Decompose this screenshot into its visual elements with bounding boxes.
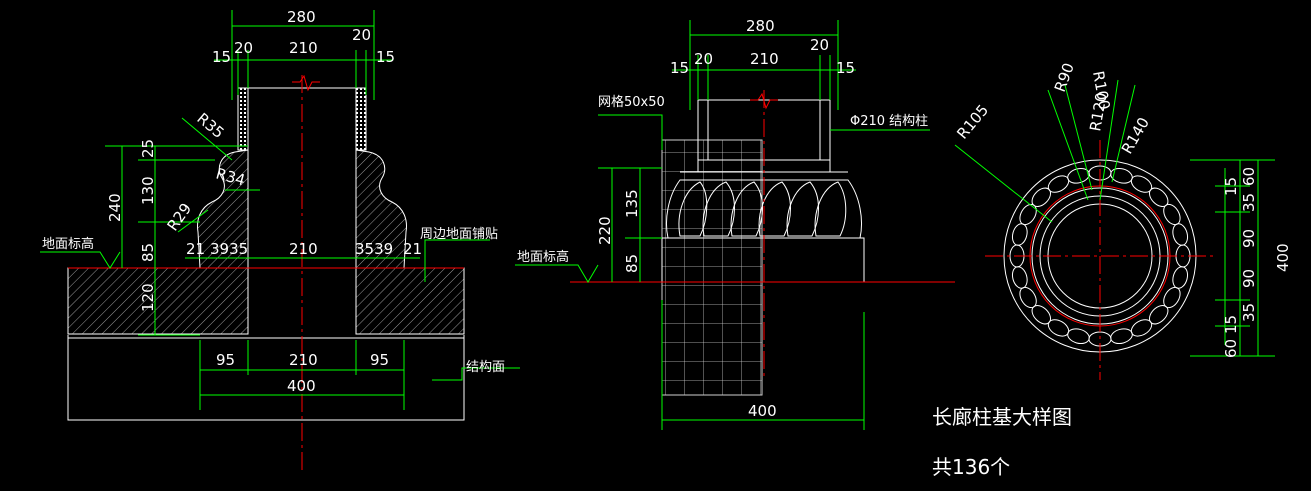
label-grid: 网格50x50 (598, 94, 665, 110)
dim-mid-top-15-left: 15 (670, 59, 689, 77)
dim-top-280: 280 (287, 8, 316, 26)
grid-50x50 (661, 139, 763, 396)
dim-left-85: 85 (139, 243, 157, 262)
middle-elevation-view: 280 15 20 210 20 15 网格50x50 Φ210 结构柱 220… (515, 17, 955, 430)
dim-left-240: 240 (106, 193, 124, 222)
dim-plan-400: 400 (1274, 243, 1292, 272)
dim-plan-15-top: 15 (1222, 177, 1240, 196)
plan-petal (1067, 328, 1090, 345)
dim-plan-60-top: 60 (1240, 167, 1258, 186)
lotus-base-outline (666, 179, 862, 239)
radius-r35: R35 (193, 109, 227, 142)
dim-mid-top-15-right: 15 (836, 59, 855, 77)
dim-top-15-right: 15 (376, 48, 395, 66)
dim-mid-bottom-400: 400 (748, 402, 777, 420)
dim-mid-top-280: 280 (746, 17, 775, 35)
dim-plan-90-top: 90 (1240, 229, 1258, 248)
dim-plan-90-bottom: 90 (1240, 269, 1258, 288)
break-mark-left (292, 74, 320, 92)
plan-petal (1172, 266, 1189, 289)
radius-r105: R105 (953, 101, 992, 142)
plan-petal (1011, 223, 1028, 246)
lotus-petals (678, 181, 847, 237)
dim-mid-3935: 3935 (210, 240, 248, 258)
dim-top-20-right: 20 (352, 26, 371, 44)
paving-slab-right (355, 267, 465, 335)
dim-top-15-left: 15 (212, 48, 231, 66)
radius-r29: R29 (164, 200, 196, 235)
plan-petal (1011, 266, 1028, 289)
dim-bottom-95-left: 95 (216, 351, 235, 369)
render-layer-left (237, 87, 249, 151)
paving-slab-left (67, 267, 249, 335)
dim-plan-15-bottom: 15 (1222, 315, 1240, 334)
dim-plan-60-bottom: 60 (1222, 339, 1240, 358)
dim-plan-35-top: 35 (1240, 193, 1258, 212)
label-ground-level-mid: 地面标高 (517, 249, 569, 265)
dim-mid-21-left: 21 (186, 240, 205, 258)
drawing-title: 长廊柱基大样图 (932, 405, 1072, 429)
plan-petal (1172, 223, 1189, 246)
drawing-count: 共136个 (932, 455, 1010, 479)
dim-top-20-left: 20 (234, 39, 253, 57)
label-structural-surface: 结构面 (466, 360, 505, 375)
dim-mid-3539: 3539 (355, 240, 393, 258)
dim-mid-210: 210 (289, 240, 318, 258)
dim-left-120: 120 (139, 283, 157, 312)
plan-petal (1110, 167, 1133, 184)
dim-mid-left-135: 135 (623, 189, 641, 218)
label-structural-column: Φ210 结构柱 (850, 114, 928, 129)
column-base-profile-left (197, 149, 249, 269)
dim-mid-left-85: 85 (623, 254, 641, 273)
structural-foundation-outline (67, 335, 465, 421)
plan-petal (1067, 167, 1090, 184)
dim-mid-top-20-right: 20 (810, 36, 829, 54)
radius-r120: R120 (1086, 91, 1111, 133)
dim-mid-21-right: 21 (403, 240, 422, 258)
dim-mid-top-20-left: 20 (694, 50, 713, 68)
radius-r90: R90 (1051, 60, 1078, 94)
label-surrounding-paving: 周边地面铺贴 (420, 227, 498, 242)
dim-bottom-400: 400 (287, 377, 316, 395)
dim-bottom-210: 210 (289, 351, 318, 369)
dim-bottom-95-right: 95 (370, 351, 389, 369)
render-layer-right (355, 87, 367, 151)
column-base-profile-right (355, 149, 407, 269)
left-section-view: 280 15 20 210 20 15 25 130 240 85 120 R3… (40, 8, 520, 470)
dim-plan-35-bottom: 35 (1240, 303, 1258, 322)
dim-top-210: 210 (289, 39, 318, 57)
dim-mid-top-210: 210 (750, 50, 779, 68)
dim-left-130: 130 (139, 176, 157, 205)
plan-petal (1110, 328, 1133, 345)
right-plan-view: R105 R100 R90 R120 R140 15 60 35 90 90 3… (953, 60, 1292, 380)
label-ground-level-left: 地面标高 (42, 236, 94, 252)
dim-mid-left-220: 220 (596, 216, 614, 245)
dim-left-25: 25 (139, 139, 157, 158)
